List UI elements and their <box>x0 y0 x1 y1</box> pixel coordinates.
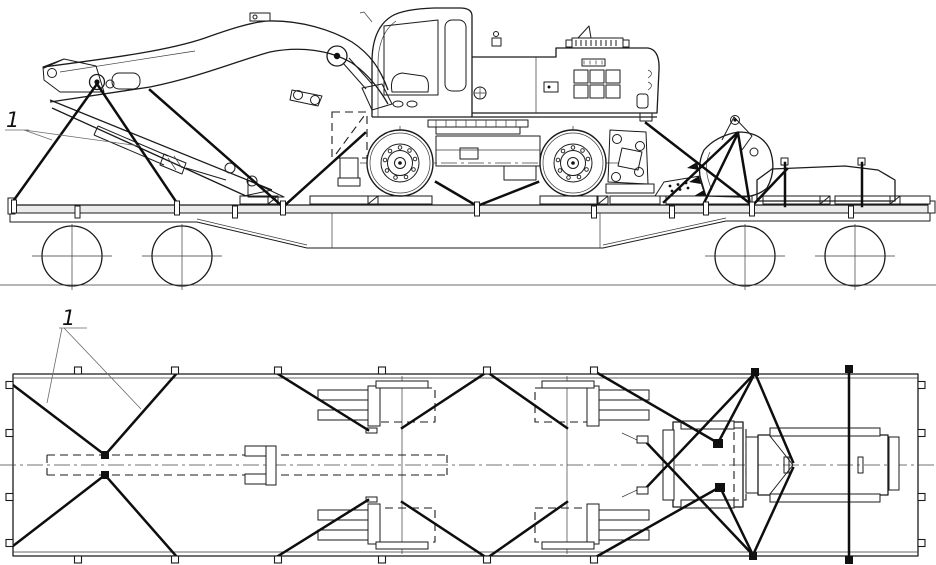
flatcar-wheels <box>32 224 895 290</box>
tie-down-cable <box>276 372 370 558</box>
tie-down-cable <box>751 371 795 557</box>
tie-down-cable <box>281 131 367 209</box>
tie-down-cable <box>148 88 284 208</box>
load-cables <box>751 161 864 208</box>
stake-pockets-right <box>917 380 926 548</box>
wood-chock <box>762 195 821 205</box>
underframe-sill <box>9 213 931 249</box>
tie-down-cable <box>644 121 754 207</box>
deck-band <box>10 205 930 213</box>
wood-chock <box>309 195 369 205</box>
axle-lines <box>401 376 568 554</box>
arm-end-bracket <box>247 179 285 198</box>
tie-down-cable <box>11 473 179 559</box>
tie-down-cable <box>643 371 757 557</box>
wheel-chock-assembly <box>534 503 650 550</box>
load-plan <box>757 427 900 503</box>
rear-window <box>444 19 467 92</box>
turntable <box>427 119 529 135</box>
excavator-wheel-rear <box>539 129 607 197</box>
boom-support <box>244 445 277 486</box>
wood-chock <box>539 195 598 205</box>
seat <box>391 72 429 93</box>
callout-plan: 1 <box>46 306 142 410</box>
mirror-arm <box>359 11 373 23</box>
bucket-plan <box>662 420 759 509</box>
arm-cylinder <box>93 125 227 181</box>
stake-pockets-bottom <box>73 552 853 564</box>
tie-down-cables-plan <box>11 367 851 563</box>
bucket-teeth <box>687 162 706 196</box>
deck-anchor-tabs <box>11 199 854 219</box>
wheel-chock-assembly <box>317 496 436 550</box>
windshield <box>383 19 439 96</box>
flatcar <box>0 197 936 290</box>
boom <box>42 12 393 111</box>
boom-tip-hinge <box>88 73 106 91</box>
bucket-cables <box>662 131 752 207</box>
underframe-detail <box>196 213 727 248</box>
engine-housing <box>472 25 660 114</box>
tie-down-cable <box>11 371 179 457</box>
stake-pockets-left <box>5 380 14 548</box>
deck-edge-lines <box>13 377 918 553</box>
callout-label: 1 <box>6 108 19 132</box>
wood-blocks-side <box>239 195 931 205</box>
callout-label: 1 <box>62 306 75 330</box>
callout-leaders <box>5 129 141 147</box>
wood-chock <box>609 195 661 205</box>
front-support <box>331 111 368 187</box>
side-view: 1 <box>0 7 936 290</box>
callout-leaders <box>46 327 142 410</box>
wheel-chock-assembly <box>534 380 650 427</box>
stake-pockets <box>5 365 926 564</box>
outrigger <box>605 129 655 194</box>
deck-right-end <box>927 200 936 214</box>
exhaust <box>491 37 502 47</box>
wheel-chock-assembly <box>317 380 436 434</box>
tie-down-cables-side <box>12 82 864 209</box>
antenna <box>577 25 592 39</box>
tie-down-cable <box>12 82 99 202</box>
bucket <box>687 115 774 198</box>
side-vent <box>636 93 649 109</box>
roof-vent <box>565 25 630 49</box>
tie-down-cable <box>716 371 757 557</box>
wood-chock <box>896 195 931 205</box>
badge <box>543 81 559 93</box>
engine-grille <box>573 69 621 99</box>
stake-pockets-top <box>73 365 853 376</box>
wood-chock <box>373 195 433 205</box>
boom-cylinder <box>326 45 393 111</box>
bucket-link <box>721 116 753 151</box>
plan-view: 1 <box>0 306 934 564</box>
tie-down-cable <box>95 82 179 205</box>
boom-tip-plate <box>42 58 105 93</box>
excavator <box>42 7 660 200</box>
excavator-wheel-front <box>366 129 434 197</box>
vent-strip <box>581 58 606 67</box>
arm <box>49 99 285 198</box>
boom-slot <box>111 72 141 90</box>
tie-down-cable <box>400 370 569 560</box>
boom-top-bracket <box>249 12 271 22</box>
tie-down-cable <box>434 180 540 208</box>
callout-side: 1 <box>5 108 141 147</box>
wheel-centerlines <box>32 224 895 290</box>
link-bracket <box>289 89 323 107</box>
wood-chock <box>834 195 893 205</box>
cab <box>359 7 487 117</box>
